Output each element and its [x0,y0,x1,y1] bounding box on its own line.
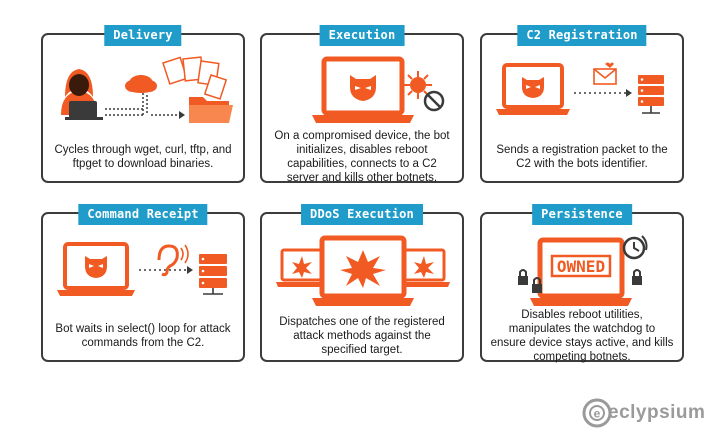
card-description: Cycles through wget, curl, tftp, and ftp… [54,144,232,170]
eclypsium-logo-mark: e [582,398,612,428]
command-receipt-illustration [43,232,243,312]
eclypsium-logo: e eclypsium [580,396,710,430]
card-description: Sends a registration packet to the C2 wi… [496,144,668,170]
lock-icon [518,269,642,293]
delivery-illustration [43,53,243,133]
laptop-devil-icon [312,56,414,123]
folder-icon [189,97,233,123]
card-persistence: Persistence OWNED Disabl [480,204,684,363]
no-icon [423,90,445,112]
execution-illustration [262,53,462,133]
card-title: Persistence [532,204,632,225]
card-description: Bot waits in select() loop for attack co… [55,323,231,349]
card-description: Dispatches one of the registered attack … [279,316,445,356]
card-title: Execution [319,25,405,46]
card-title: Command Receipt [78,204,208,225]
cloud-icon [125,75,157,93]
owned-screen-text: OWNED [557,257,605,276]
card-ddos-execution: DDoS Execution Dispatches one of the reg… [260,204,464,362]
brand-name: eclypsium [608,402,706,423]
card-delivery: Delivery [41,25,245,183]
laptop-explosion-icon [276,235,450,306]
ddos-illustration [262,232,462,312]
card-description: Disables reboot utilities, manipulates t… [490,309,674,363]
laptop-owned-icon: OWNED [530,237,632,306]
laptop-devil-icon [496,63,570,115]
mail-icon [593,62,617,85]
card-title: C2 Registration [517,25,647,46]
card-c2-registration: C2 Registration [480,25,684,183]
c2-registration-illustration [482,53,682,133]
hacker-icon [61,69,103,120]
svg-text:e: e [594,407,601,421]
laptop-devil-icon [57,242,135,296]
server-icon [638,75,664,114]
card-command-receipt: Command Receipt [41,204,245,362]
card-title: DDoS Execution [301,204,423,225]
card-execution: Execution [260,25,464,184]
card-title: Delivery [104,25,182,46]
card-description: On a compromised device, the bot initial… [274,130,450,184]
virus-icon [404,71,432,99]
ear-icon [157,244,189,277]
persistence-illustration: OWNED [482,232,682,312]
binary-files-icon [162,56,228,100]
server-icon [199,254,227,295]
clock-icon [622,235,648,260]
